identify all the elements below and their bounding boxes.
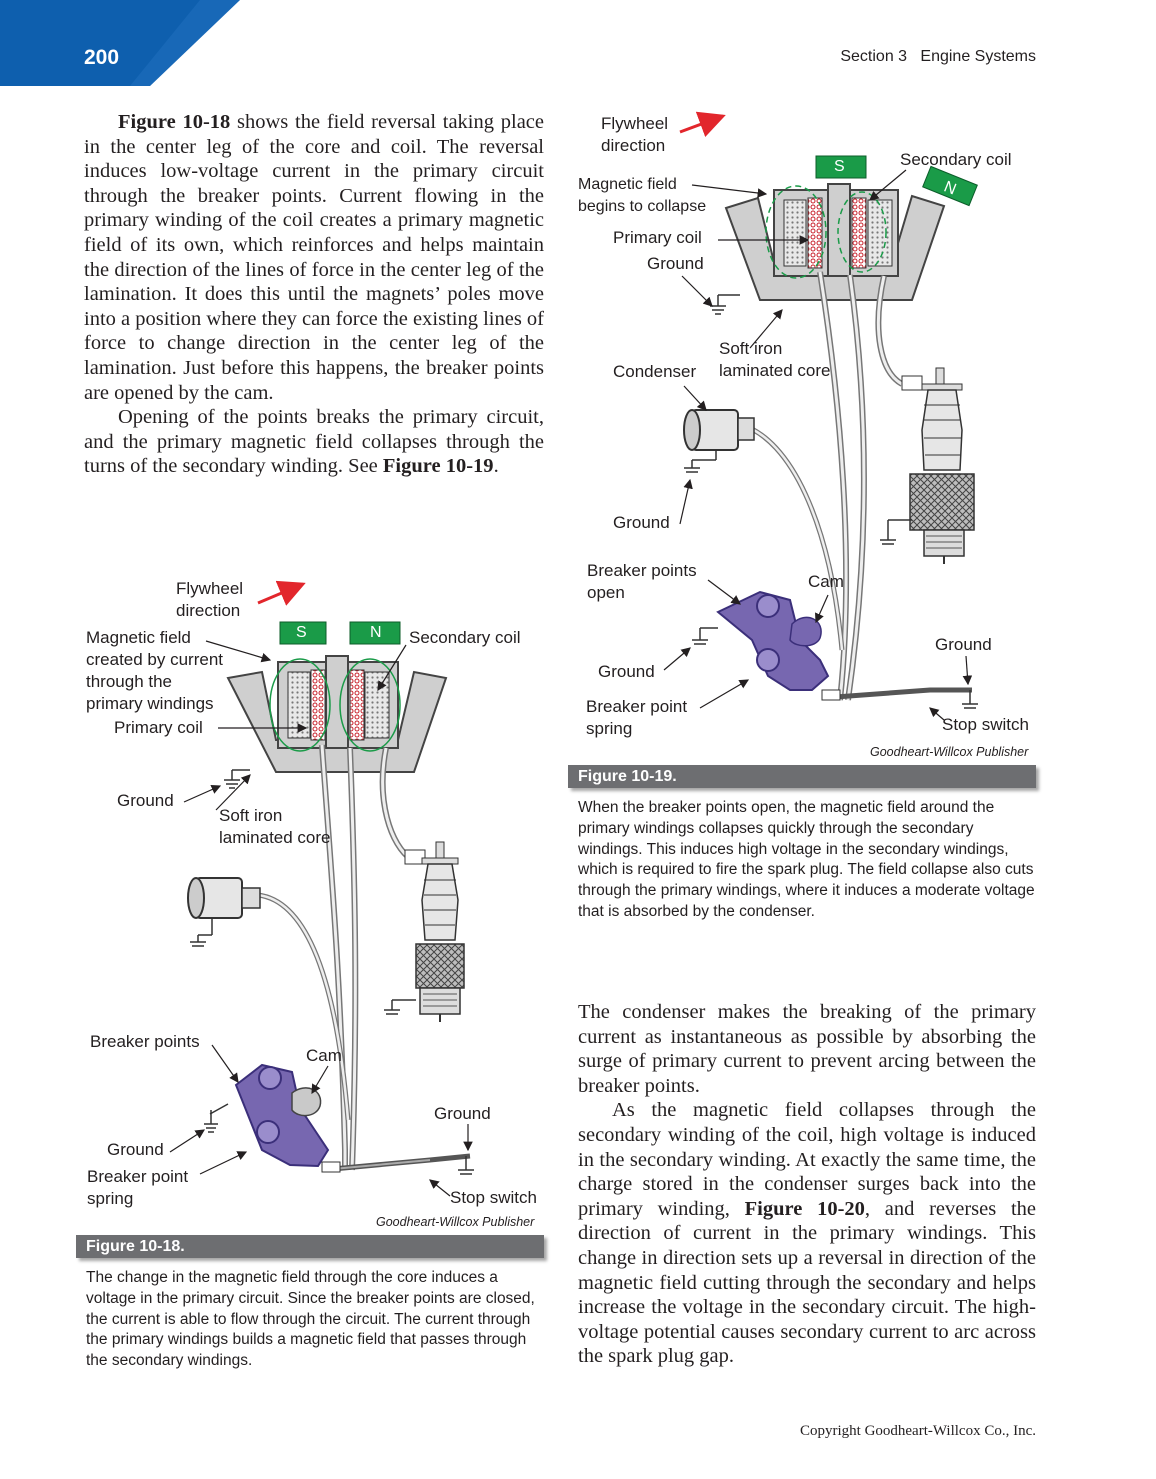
fig18-label-ground-right: Ground bbox=[434, 1104, 491, 1123]
paragraph-text: , and reverses the direction of current … bbox=[578, 1197, 1036, 1368]
fig18-label-primary-coil: Primary coil bbox=[114, 718, 203, 737]
fig19-label-secondary-coil: Secondary coil bbox=[900, 150, 1012, 169]
fig19-label-ground-right: Ground bbox=[935, 635, 992, 654]
fig19-magnet-n: N bbox=[941, 178, 959, 199]
fig18-core bbox=[226, 655, 448, 773]
page-corner-tab bbox=[0, 0, 240, 86]
fig18-title-bar: Figure 10-18. bbox=[76, 1235, 544, 1258]
fig19-label-breaker-points-open: Breaker points open bbox=[587, 561, 697, 602]
fig18-condenser bbox=[187, 877, 261, 947]
figure-ref[interactable]: Figure 10-18 bbox=[118, 111, 231, 133]
fig18-breaker-points bbox=[204, 1063, 330, 1168]
right-body-text: The condenser makes the breaking of the … bbox=[578, 1000, 1036, 1369]
fig19-label-soft-iron: Soft iron laminated core bbox=[719, 339, 831, 380]
fig19-title-bar: Figure 10-19. bbox=[568, 765, 1036, 788]
fig19-label-primary-coil: Primary coil bbox=[613, 228, 702, 247]
fig18-label-ground: Ground bbox=[117, 791, 174, 810]
fig19-label-flywheel: Flywheel direction bbox=[601, 114, 669, 155]
paragraph-text: shows the field reversal taking place in… bbox=[84, 111, 544, 404]
section-header: Section 3 Engine Systems bbox=[840, 48, 1036, 65]
fig19-label-condenser: Condenser bbox=[613, 362, 697, 381]
fig18-label-stop-switch: Stop switch bbox=[450, 1188, 537, 1207]
paragraph-text: As the magnetic field collapses through … bbox=[578, 1099, 1036, 1220]
fig19-caption: When the breaker points open, the magnet… bbox=[578, 799, 1035, 920]
fig19-label-ground-core: Ground bbox=[647, 254, 704, 273]
fig18-label-ground-points: Ground bbox=[107, 1140, 164, 1159]
fig18-magnet-s: S bbox=[296, 624, 307, 641]
figure-ref[interactable]: Figure 10-20 bbox=[744, 1197, 865, 1220]
punctuation: . bbox=[493, 455, 499, 478]
fig19-label-magnetic-field: Magnetic field begins to collapse bbox=[578, 176, 707, 215]
fig18-label-magnetic-field: Magnetic field created by current throug… bbox=[86, 628, 224, 713]
fig18-spark-plug bbox=[384, 841, 465, 1022]
copyright-footer: Copyright Goodheart-Willcox Co., Inc. bbox=[799, 1423, 1036, 1439]
fig18-label-breaker-points: Breaker points bbox=[90, 1032, 200, 1051]
fig19-magnet-s: S bbox=[834, 158, 845, 175]
fig19-label-ground-condenser: Ground bbox=[613, 513, 670, 532]
fig19-label-cam: Cam bbox=[808, 572, 844, 591]
fig19-label-ground-points: Ground bbox=[598, 662, 655, 681]
fig18-magnet-n: N bbox=[370, 624, 382, 641]
fig18-label-breaker-spring: Breaker point spring bbox=[87, 1167, 189, 1208]
paragraph-text: The condenser makes the breaking of the … bbox=[578, 1001, 1036, 1097]
figure-ref[interactable]: Figure 10-19 bbox=[382, 455, 494, 478]
paragraph-text: Opening of the points breaks the primary… bbox=[84, 406, 544, 478]
fig19-label-stop-switch: Stop switch bbox=[942, 715, 1029, 734]
fig19-label-breaker-spring: Breaker point spring bbox=[586, 697, 688, 738]
fig18-credit: Goodheart-Willcox Publisher bbox=[376, 1215, 535, 1229]
fig18-label-cam: Cam bbox=[306, 1046, 342, 1065]
fig18-caption: The change in the magnetic field through… bbox=[86, 1269, 535, 1370]
fig18-label-flywheel: Flywheel direction bbox=[176, 579, 244, 620]
left-body-text: Figure 10-18 shows the field reversal ta… bbox=[84, 110, 544, 479]
fig18-label-soft-iron: Soft iron laminated core bbox=[219, 806, 331, 847]
fig18-label-secondary-coil: Secondary coil bbox=[409, 628, 521, 647]
fig19-credit: Goodheart-Willcox Publisher bbox=[870, 745, 1029, 759]
page-number: 200 bbox=[84, 46, 120, 69]
